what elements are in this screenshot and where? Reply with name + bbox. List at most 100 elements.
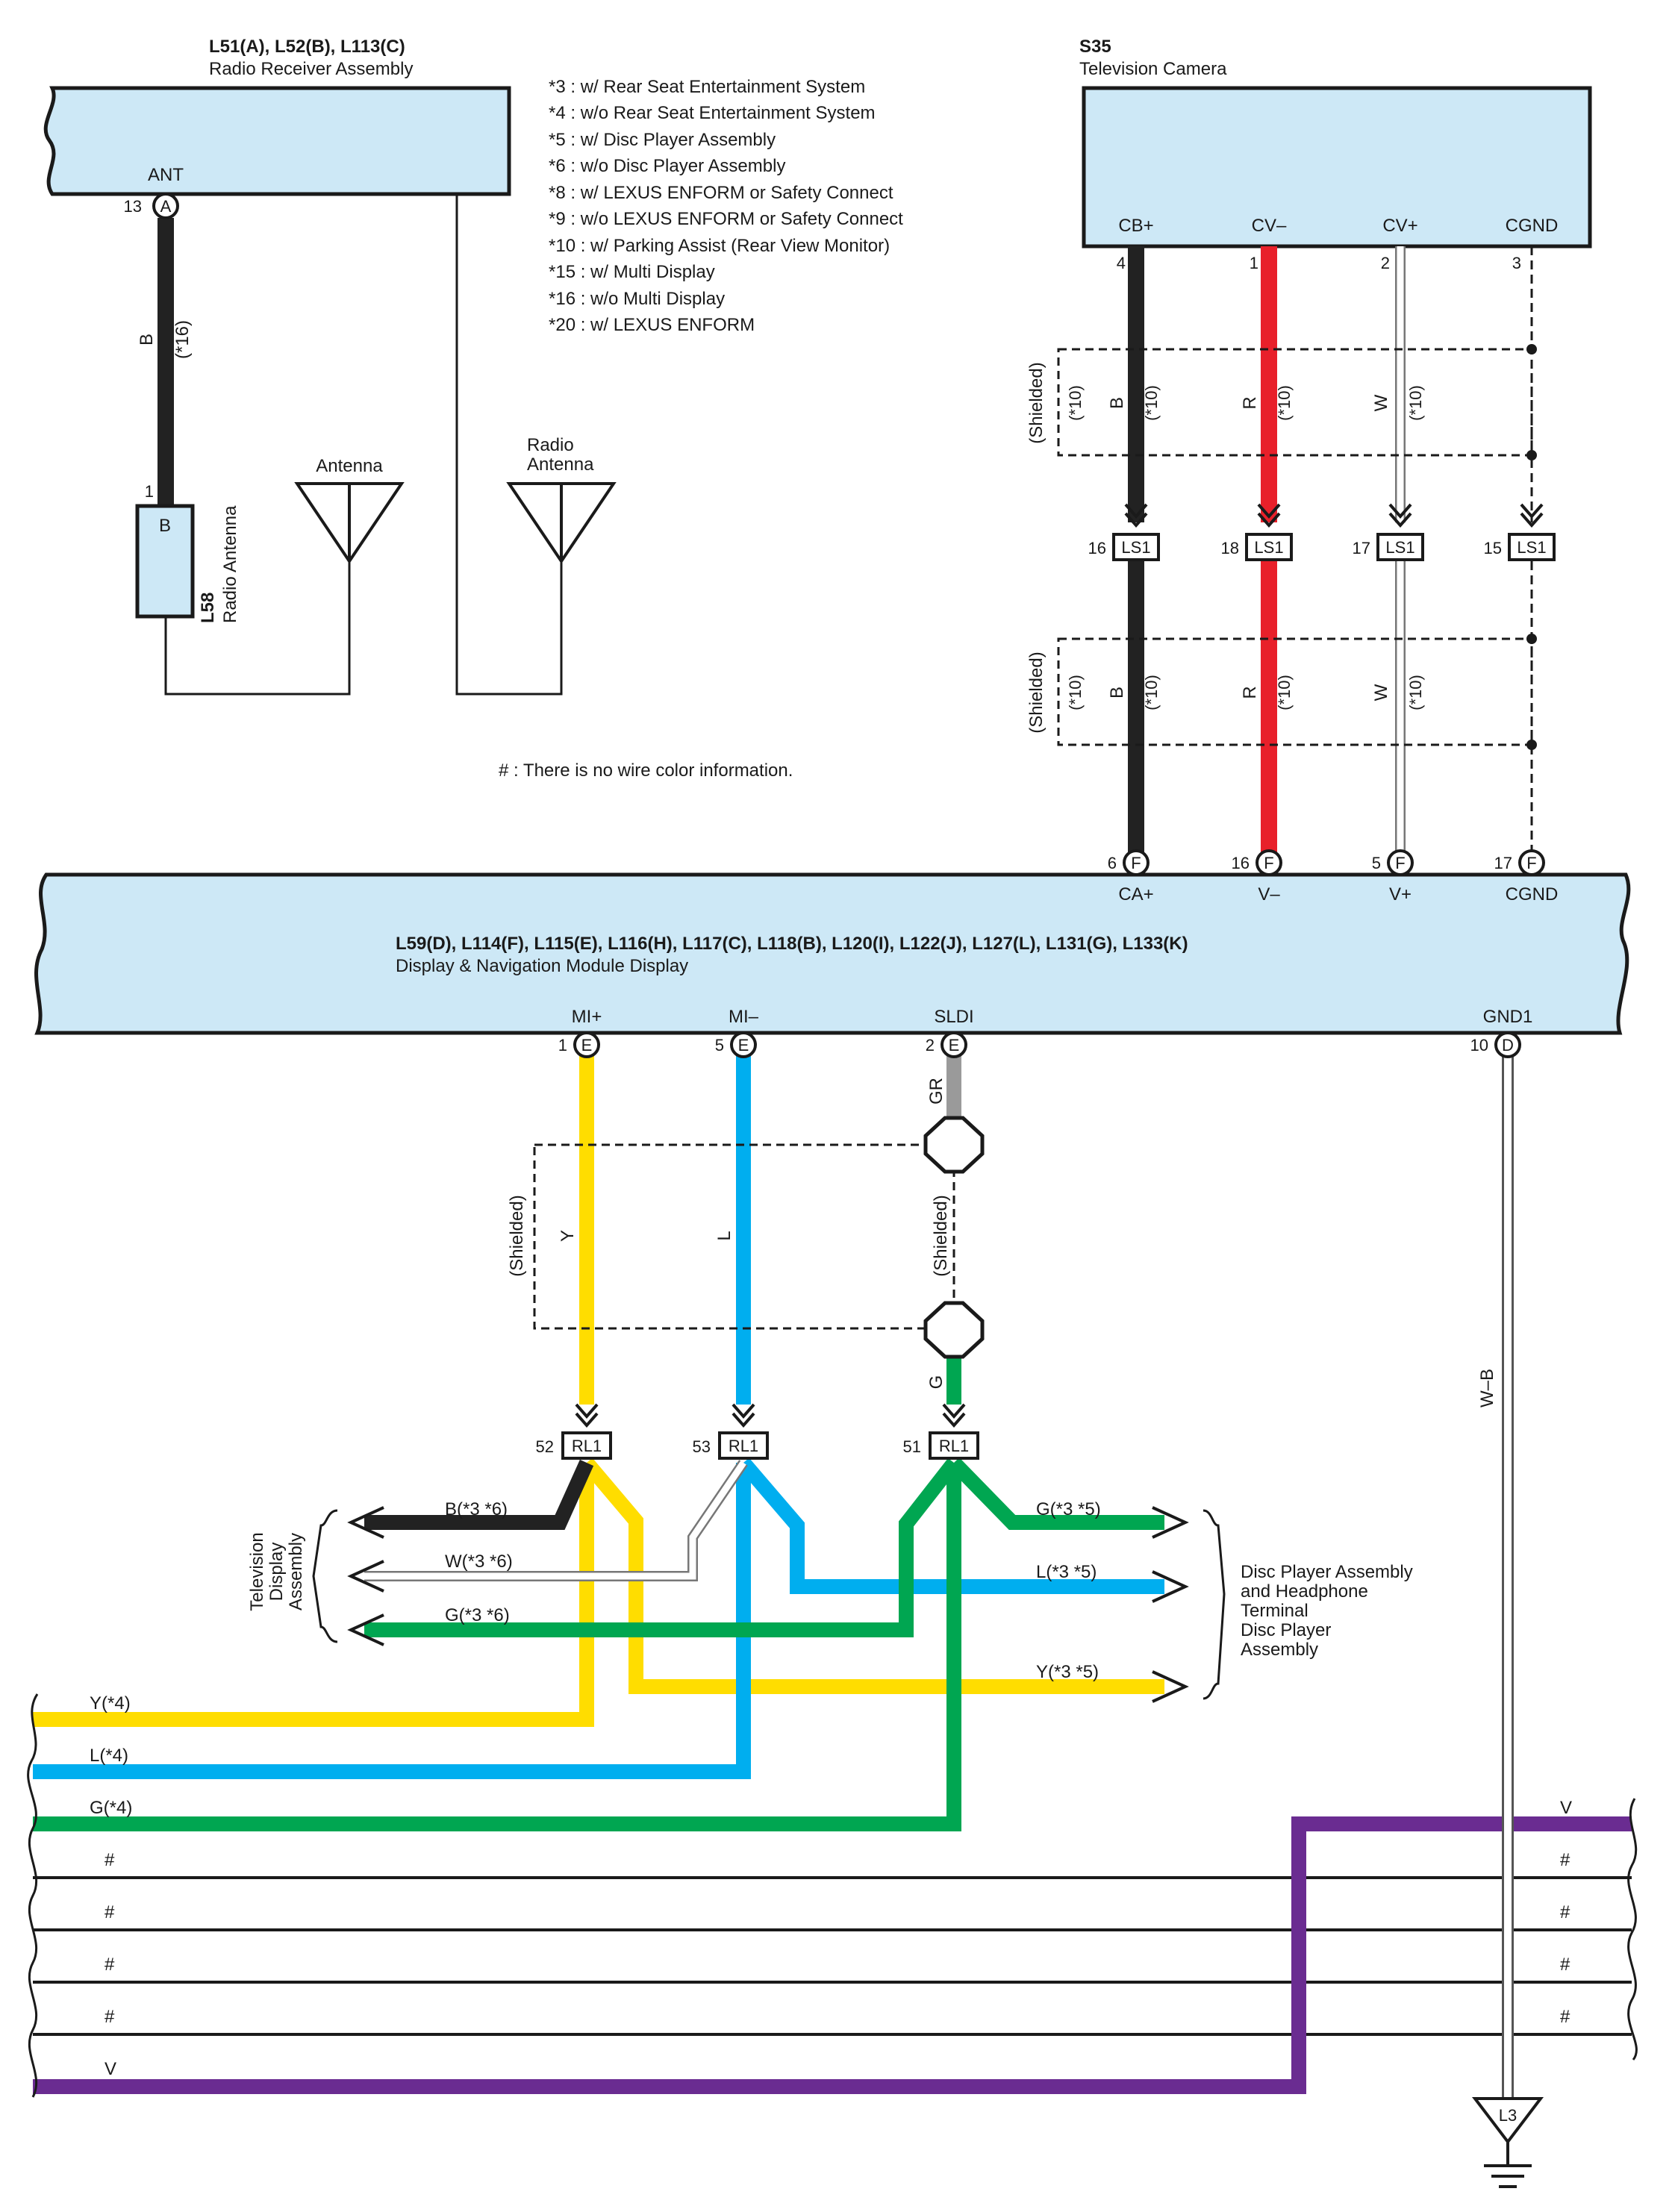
pin-letter: D bbox=[1502, 1036, 1514, 1055]
bus-label: # bbox=[105, 2007, 115, 2027]
break-line-left bbox=[27, 1693, 39, 2098]
bus-label: Y(*4) bbox=[90, 1693, 131, 1713]
ant-pin-circle: A bbox=[152, 193, 179, 219]
wire-b-to-tv bbox=[364, 1459, 594, 1530]
antenna-2-label-line2: Antenna bbox=[527, 454, 594, 475]
option-note-10: (*10) bbox=[1406, 675, 1425, 710]
shield-mi: (Shielded) Y L (Shielded) bbox=[507, 1143, 955, 1330]
display-title: L59(D), L114(F), L115(E), L116(H), L117(… bbox=[396, 934, 1188, 954]
option-note-10: (*10) bbox=[1066, 385, 1085, 421]
rl1-label: RL1 bbox=[939, 1437, 969, 1455]
bus-label: # bbox=[105, 1850, 115, 1870]
tv-wire-label: W(*3 *6) bbox=[445, 1552, 513, 1572]
wire-label-wb: W–B bbox=[1477, 1369, 1497, 1408]
wire-y-to-disc bbox=[581, 1458, 1164, 1694]
bus-label: G(*4) bbox=[90, 1798, 132, 1818]
pin-letter: E bbox=[581, 1036, 593, 1055]
ls1-label: LS1 bbox=[1121, 538, 1150, 557]
display-pin-f17: F 17 bbox=[1494, 849, 1545, 876]
legend-item: *4 : w/o Rear Seat Entertainment System bbox=[549, 103, 876, 123]
radio-receiver-title: L51(A), L52(B), L113(C) bbox=[209, 37, 405, 57]
rl1-label: RL1 bbox=[572, 1437, 602, 1455]
ground-l3: L3 bbox=[1471, 2097, 1544, 2188]
display-pin-e1: E 1 bbox=[558, 1031, 600, 1058]
camera-code: S35 bbox=[1079, 37, 1111, 57]
ls1-connector-18: LS1 18 bbox=[1221, 503, 1293, 561]
bus-label: # bbox=[1560, 1850, 1570, 1870]
ant-pin-label: ANT bbox=[148, 165, 184, 185]
legend-item: *6 : w/o Disc Player Assembly bbox=[549, 156, 785, 176]
ls1-connector-17: LS1 17 bbox=[1353, 503, 1424, 561]
display-pin-e5: E 5 bbox=[715, 1031, 757, 1058]
rl1-connector-52: RL1 52 bbox=[536, 1403, 612, 1460]
pin-number: 1 bbox=[558, 1036, 567, 1055]
camera-pin-label: CB+ bbox=[1118, 216, 1153, 236]
pin-letter: F bbox=[1264, 854, 1273, 872]
legend-item: *20 : w/ LEXUS ENFORM bbox=[549, 315, 755, 335]
option-note-10: (*10) bbox=[1142, 675, 1161, 710]
wire-v bbox=[33, 1816, 1632, 2094]
wire-g-to-disc bbox=[948, 1458, 1164, 1530]
legend-item: *9 : w/o LEXUS ENFORM or Safety Connect bbox=[549, 209, 903, 229]
display-bottom-pin-label: GND1 bbox=[1483, 1007, 1533, 1027]
camera-box bbox=[1082, 86, 1592, 249]
camera-pin-label: CV– bbox=[1252, 216, 1287, 236]
ls1-pin-number: 17 bbox=[1353, 539, 1370, 557]
display-box bbox=[34, 872, 1631, 1035]
pin-letter: E bbox=[738, 1036, 749, 1055]
pin-number: 17 bbox=[1494, 854, 1512, 872]
antenna-2-symbol: Radio Antenna bbox=[506, 435, 617, 564]
option-note-10: (*10) bbox=[1275, 385, 1294, 421]
pin-letter: F bbox=[1131, 854, 1141, 872]
shield-ground-octagon bbox=[923, 1116, 985, 1174]
bus-left-labels: Y(*4) L(*4) G(*4) # # # # V bbox=[90, 1693, 132, 2079]
disc-player-line: Disc Player Assembly bbox=[1241, 1562, 1413, 1582]
television-camera: S35 Television Camera CB+ CV– CV+ CGND 4… bbox=[1079, 37, 1592, 272]
tv-display-line: Display bbox=[266, 1543, 287, 1602]
tv-arrowheads bbox=[347, 1506, 384, 1646]
wire-label-y: Y bbox=[558, 1230, 578, 1242]
bus-right-labels: V # # # # bbox=[1560, 1798, 1572, 2027]
legend-item: *16 : w/o Multi Display bbox=[549, 289, 725, 309]
wire-g-to-tv bbox=[364, 1458, 960, 1637]
ls1-label: LS1 bbox=[1517, 538, 1546, 557]
ground-code: L3 bbox=[1499, 2106, 1517, 2125]
display-top-pin-label: CA+ bbox=[1118, 884, 1153, 905]
bus-label: V bbox=[1560, 1798, 1572, 1818]
ls1-pin-number: 16 bbox=[1088, 539, 1106, 557]
shield-label: (Shielded) bbox=[1026, 652, 1047, 733]
bus-label: V bbox=[105, 2059, 116, 2079]
display-top-pin-label: CGND bbox=[1506, 884, 1559, 905]
pin-letter: F bbox=[1526, 854, 1536, 872]
rl1-pin-number: 53 bbox=[693, 1437, 711, 1456]
legend-item: *3 : w/ Rear Seat Entertainment System bbox=[549, 77, 865, 97]
ls1-connector-15: LS1 15 bbox=[1484, 503, 1556, 561]
disc-player-assembly: Disc Player Assembly and Headphone Termi… bbox=[1203, 1509, 1413, 1700]
disc-wire-label: Y(*3 *5) bbox=[1036, 1662, 1099, 1682]
ls1-label: LS1 bbox=[1254, 538, 1283, 557]
wire-y-to-bus bbox=[33, 1463, 594, 1727]
ant-pin-number: 13 bbox=[124, 197, 142, 216]
radio-receiver-assembly: L51(A), L52(B), L113(C) Radio Receiver A… bbox=[43, 37, 511, 216]
wire-label-r: R bbox=[1240, 396, 1260, 409]
wire-w-to-tv bbox=[364, 1460, 748, 1581]
ls1-connector-16: LS1 16 bbox=[1088, 503, 1160, 561]
camera-name: Television Camera bbox=[1079, 59, 1227, 79]
disc-player-line: Assembly bbox=[1241, 1640, 1318, 1660]
ls1-label: LS1 bbox=[1385, 538, 1414, 557]
display-name: Display & Navigation Module Display bbox=[396, 956, 688, 976]
display-top-pin-label: V– bbox=[1258, 884, 1280, 905]
legend-item: *15 : w/ Multi Display bbox=[549, 262, 715, 282]
display-pin-f16: F 16 bbox=[1232, 849, 1282, 876]
radio-antenna-code: L58 bbox=[198, 593, 218, 623]
antenna-1-label: Antenna bbox=[316, 456, 383, 476]
camera-pin-number: 3 bbox=[1512, 254, 1521, 272]
disc-player-line: Disc Player bbox=[1241, 1620, 1331, 1640]
shield-lower: (Shielded) (*10) B (*10) R (*10) W (*10) bbox=[1026, 634, 1537, 750]
wire-label-r: R bbox=[1240, 686, 1260, 699]
television-display-assembly: Television Display Assembly bbox=[247, 1509, 338, 1643]
wire-g-to-bus bbox=[33, 1463, 961, 1831]
rl1-pin-number: 51 bbox=[903, 1437, 921, 1456]
pin-number: 6 bbox=[1108, 854, 1117, 872]
